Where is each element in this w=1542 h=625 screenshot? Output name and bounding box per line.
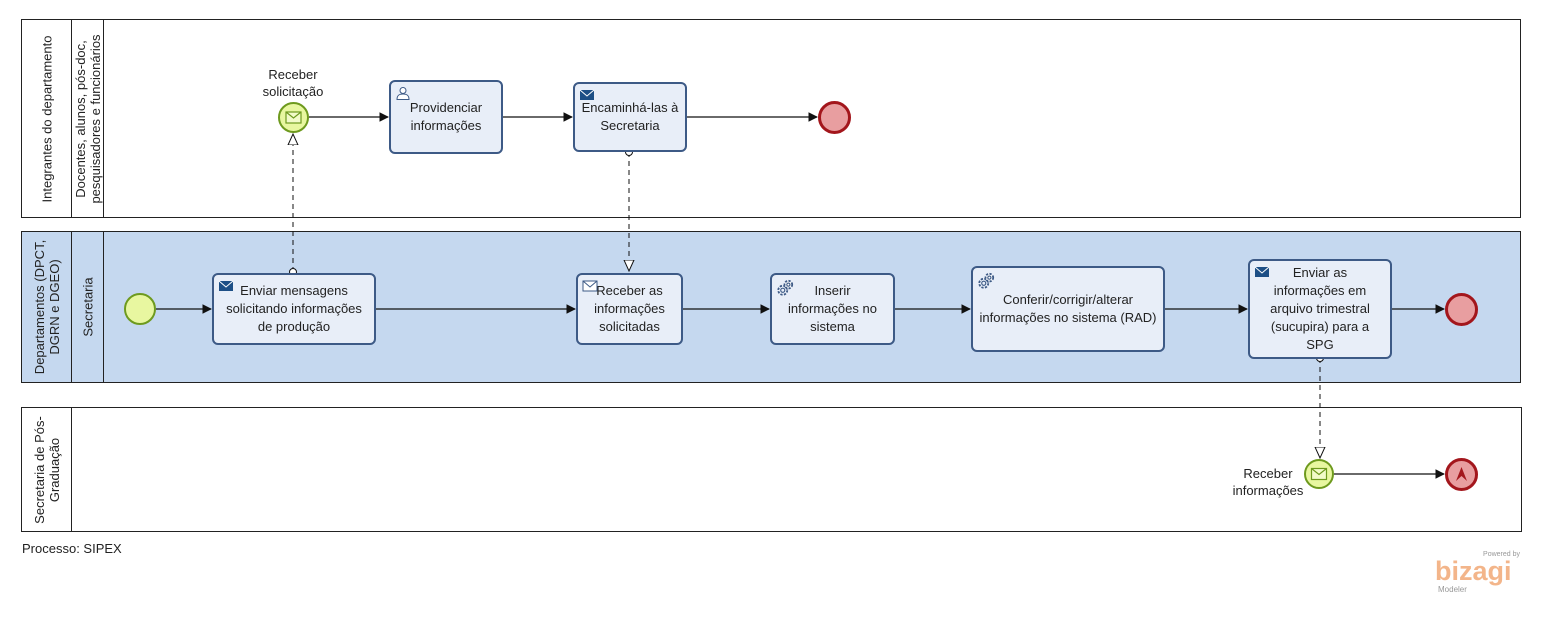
envelope-icon: [1310, 467, 1328, 481]
envelope-filled-icon: [218, 280, 234, 291]
envelope-filled-icon: [579, 89, 595, 100]
envelope-filled-icon: [1254, 266, 1270, 277]
task-enviar-spg[interactable]: Enviar as informações em arquivo trimest…: [1248, 259, 1392, 359]
end-event-integrantes[interactable]: [818, 101, 851, 134]
gear-icon: [978, 272, 995, 289]
end-event-secretaria[interactable]: [1445, 293, 1478, 326]
pool-integrantes-header: Integrantes do departamento: [22, 20, 72, 217]
task-enviar-mensagens[interactable]: Enviar mensagens solicitando informações…: [212, 273, 376, 345]
start-event-receber-solicitacao[interactable]: [278, 102, 309, 133]
user-icon: [396, 87, 410, 100]
end-event-escalation[interactable]: [1445, 458, 1478, 491]
task-enviar-spg-label: Enviar as informações em arquivo trimest…: [1270, 265, 1370, 352]
lane-docentes-header: Docentes, alunos, pós-doc, pesquisadores…: [72, 20, 104, 217]
label-receber-solicitacao: Receber solicitação: [262, 67, 324, 99]
envelope-outline-icon: [582, 280, 598, 292]
task-inserir-label: Inserir informações no sistema: [788, 283, 877, 334]
escalation-icon: [1456, 467, 1467, 481]
task-providenciar-label: Providenciar informações: [409, 100, 483, 133]
task-conferir-label: Conferir/corrigir/alterar informações no…: [979, 292, 1157, 325]
pool-integrantes: Integrantes do departamento Docentes, al…: [21, 19, 1521, 218]
start-event-secretaria[interactable]: [124, 293, 156, 325]
powered-by-text: Powered by: [1483, 551, 1520, 558]
bizagi-logo: Powered by bizagi Modeler: [1432, 551, 1522, 596]
label-receber-informacoes: Receber informações: [1232, 466, 1304, 498]
lane-secretaria-header: Secretaria: [72, 232, 104, 382]
pool-departamentos-header: Departamentos (DPCT, DGRN e DGEO): [22, 232, 72, 382]
task-conferir-corrigir[interactable]: Conferir/corrigir/alterar informações no…: [971, 266, 1165, 352]
modeler-text: Modeler: [1438, 585, 1467, 594]
task-receber-label: Receber as informações solicitadas: [594, 283, 665, 334]
bizagi-brand-name: bizagi: [1435, 556, 1512, 586]
task-encaminhar-secretaria[interactable]: Encaminhá-las à Secretaria: [573, 82, 687, 152]
task-providenciar-informacoes[interactable]: Providenciar informações: [389, 80, 503, 154]
process-name: Processo: SIPEX: [22, 541, 122, 556]
intermediate-event-receber-informacoes[interactable]: [1304, 459, 1334, 489]
task-enviar-mensagens-label: Enviar mensagens solicitando informações…: [226, 283, 362, 334]
pool-secretaria-pos-header: Secretaria de Pós- Graduação: [22, 408, 72, 531]
task-encaminhar-label: Encaminhá-las à Secretaria: [581, 100, 679, 133]
gear-icon: [777, 279, 794, 296]
task-inserir-informacoes[interactable]: Inserir informações no sistema: [770, 273, 895, 345]
envelope-icon: [285, 111, 302, 124]
pool-secretaria-pos: Secretaria de Pós- Graduação: [21, 407, 1522, 532]
task-receber-informacoes[interactable]: Receber as informações solicitadas: [576, 273, 683, 345]
